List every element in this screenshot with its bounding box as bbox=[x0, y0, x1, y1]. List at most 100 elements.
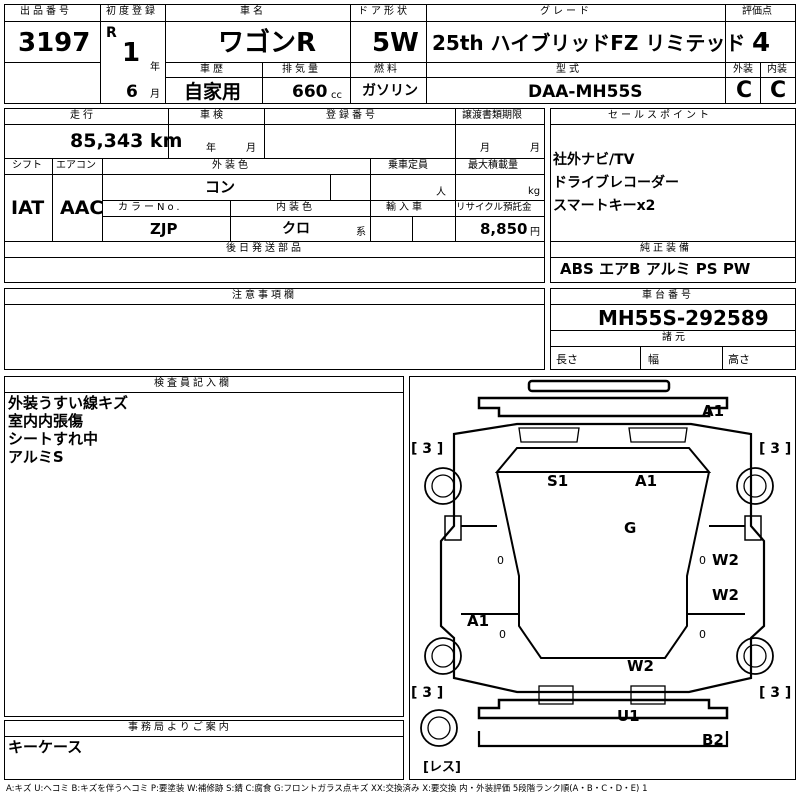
interior-label: 内装 bbox=[767, 64, 787, 75]
mark-hood-right: A1 bbox=[635, 472, 657, 490]
tail-light bbox=[630, 685, 666, 705]
aircon-label: エアコン bbox=[56, 160, 96, 171]
right-mirror bbox=[744, 515, 762, 541]
history-value: 自家用 bbox=[184, 81, 242, 103]
model-label: 型式 bbox=[556, 64, 582, 75]
left-headlight bbox=[518, 427, 580, 443]
zero-left-front: 0 bbox=[497, 554, 504, 567]
office-label: 事務局よりご案内 bbox=[128, 722, 232, 733]
first-reg-label: 初度登録 bbox=[106, 6, 158, 17]
caution-section bbox=[4, 288, 545, 370]
cabin bbox=[496, 471, 710, 659]
color-no-label: カラーNo. bbox=[118, 202, 183, 213]
tire-tread-rr: [ 3 ] bbox=[759, 685, 791, 701]
model-value: DAA-MH55S bbox=[528, 82, 643, 102]
legend-text: A:キズ U:ヘコミ B:キズを伴うヘコミ P:要塗装 W:補修跡 S:錆 C:… bbox=[6, 784, 648, 794]
yen-unit: 円 bbox=[530, 227, 540, 238]
genuine-equipment: ABS エアB アルミ PS PW bbox=[560, 260, 751, 278]
score-label: 評価点 bbox=[742, 6, 772, 17]
cc-unit: cc bbox=[331, 90, 342, 101]
mark-right-rear-door: W2 bbox=[712, 586, 739, 604]
tire-rear-left bbox=[424, 637, 462, 675]
inspector-line-4: アルミS bbox=[8, 448, 64, 466]
mark-front-bumper: A1 bbox=[702, 402, 724, 420]
int-color-label: 内装色 bbox=[276, 202, 315, 213]
width-label: 幅 bbox=[648, 353, 659, 366]
later-parts-label: 後日発送部品 bbox=[226, 243, 304, 254]
tire-tread-fr: [ 3 ] bbox=[759, 441, 791, 457]
mark-rear-lower: B2 bbox=[702, 731, 724, 749]
month-unit: 月 bbox=[150, 89, 160, 100]
mark-rear-glass: W2 bbox=[627, 657, 654, 675]
capacity-label: 乗車定員 bbox=[388, 160, 428, 171]
transfer-day-unit: 月 bbox=[530, 143, 540, 154]
kei-unit: 系 bbox=[356, 227, 366, 238]
height-label: 高さ bbox=[728, 353, 750, 366]
mark-windshield: G bbox=[624, 519, 636, 537]
shift-label: シフト bbox=[12, 160, 42, 171]
max-load-label: 最大積載量 bbox=[468, 160, 518, 171]
inspector-label: 検査員記入欄 bbox=[154, 378, 232, 389]
era-mark: R bbox=[106, 25, 117, 41]
kg-unit: kg bbox=[528, 186, 541, 197]
tire-tread-rl: [ 3 ] bbox=[411, 685, 443, 701]
zero-right-rear: 0 bbox=[699, 628, 706, 641]
chassis-number: MH55S-292589 bbox=[598, 306, 769, 330]
reg-month: 6 bbox=[126, 82, 138, 102]
zero-left-rear: 0 bbox=[499, 628, 506, 641]
mileage-value: 85,343 km bbox=[70, 130, 183, 152]
interior-score: C bbox=[770, 78, 787, 103]
windshield bbox=[494, 447, 712, 473]
zero-right-front: 0 bbox=[699, 554, 706, 567]
sales-point-label: セールスポイント bbox=[608, 110, 712, 121]
mark-right-front-door: W2 bbox=[712, 551, 739, 569]
chassis-label: 車台番号 bbox=[642, 290, 694, 301]
sales-point-2: ドライブレコーダー bbox=[553, 175, 679, 191]
car-diagram: A1 S1 A1 G W2 W2 A1 W2 U1 B2 [ 3 ] [ 3 ]… bbox=[411, 379, 791, 775]
lot-number: 3197 bbox=[18, 28, 91, 58]
right-headlight bbox=[628, 427, 688, 443]
sales-point-1: 社外ナビ/TV bbox=[553, 152, 635, 168]
license-plate bbox=[538, 685, 574, 705]
history-label: 車歴 bbox=[200, 64, 226, 75]
mark-hood-left: S1 bbox=[547, 472, 568, 490]
grade-name: 25th ハイブリッドFZ リミテッド bbox=[432, 31, 746, 55]
recycle-label: リサイクル預託金 bbox=[456, 202, 532, 213]
import-label: 輸入車 bbox=[386, 202, 425, 213]
fuel-value: ガソリン bbox=[362, 83, 418, 99]
front-bumper-top bbox=[527, 379, 671, 393]
exterior-score: C bbox=[736, 78, 753, 103]
inspection-year-unit: 年 bbox=[206, 143, 216, 154]
tire-tread-fl: [ 3 ] bbox=[411, 441, 443, 457]
sales-point-3: スマートキーx2 bbox=[553, 198, 656, 214]
displacement-value: 660 bbox=[292, 82, 328, 102]
genuine-label: 純正装備 bbox=[640, 243, 692, 254]
inspector-line-1: 外装うすい線キズ bbox=[8, 394, 129, 412]
ext-color-label: 外装色 bbox=[212, 160, 251, 171]
reg-no-label: 登録番号 bbox=[326, 110, 378, 121]
rear-bumper bbox=[477, 698, 729, 720]
specs-label: 諸元 bbox=[662, 332, 688, 343]
car-diagram-section bbox=[409, 376, 796, 780]
tire-front-right bbox=[736, 467, 774, 505]
chassis-section bbox=[550, 288, 796, 370]
body-outline bbox=[439, 422, 766, 694]
aircon-value: AAC bbox=[60, 197, 104, 219]
vehicle-info-section bbox=[4, 108, 545, 283]
office-section bbox=[4, 720, 404, 780]
color-no-value: ZJP bbox=[150, 220, 178, 238]
lot-no-label: 出品番号 bbox=[20, 6, 72, 17]
door-label: ドア形状 bbox=[358, 6, 410, 17]
mileage-label: 走行 bbox=[70, 110, 96, 121]
header-section bbox=[4, 4, 796, 104]
rear-bumper-lower bbox=[477, 731, 729, 748]
int-color-value: クロ bbox=[282, 221, 310, 237]
caution-label: 注意事項欄 bbox=[232, 290, 297, 301]
tire-front-left bbox=[424, 467, 462, 505]
displacement-label: 排気量 bbox=[282, 64, 321, 75]
door-type: 5W bbox=[372, 28, 419, 58]
exterior-label: 外装 bbox=[733, 64, 753, 75]
office-note: キーケース bbox=[8, 738, 83, 756]
score-value: 4 bbox=[752, 28, 771, 58]
left-mirror bbox=[444, 515, 462, 541]
